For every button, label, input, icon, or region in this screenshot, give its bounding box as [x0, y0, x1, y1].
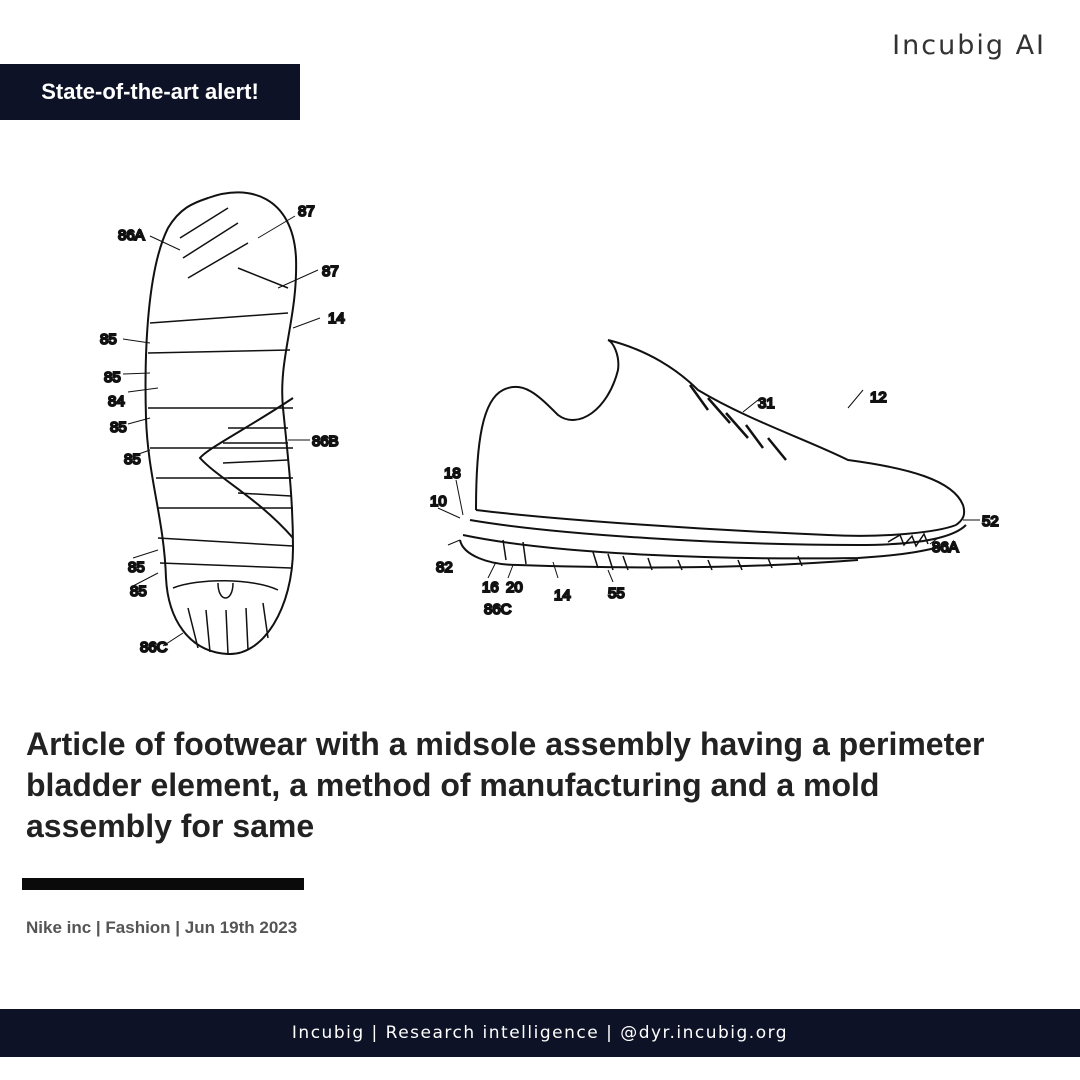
- shoe-label-86c: 86C: [484, 601, 512, 618]
- sole-label-85-e: 85: [128, 559, 145, 576]
- sole-label-87-top: 87: [298, 203, 315, 220]
- shoe-label-18: 18: [444, 465, 461, 482]
- shoe-label-82: 82: [436, 559, 453, 576]
- sole-label-85-f: 85: [130, 583, 147, 600]
- sole-label-84: 84: [108, 393, 125, 410]
- outsole-leader-lines: [122, 215, 321, 647]
- sole-label-87: 87: [322, 263, 339, 280]
- shoe-label-14: 14: [554, 587, 571, 604]
- shoe-label-52: 52: [982, 513, 999, 530]
- brand-logo-text: Incubig AI: [892, 30, 1046, 61]
- patent-title: Article of footwear with a midsole assem…: [26, 726, 985, 844]
- sole-label-85-a: 85: [100, 331, 117, 348]
- alert-badge-label: State-of-the-art alert!: [41, 79, 259, 104]
- shoe-leader-lines: [437, 389, 980, 583]
- footer-text: Incubig | Research intelligence | @dyr.i…: [291, 1023, 789, 1043]
- sole-label-86c: 86C: [140, 639, 168, 656]
- patent-meta: Nike inc | Fashion | Jun 19th 2023: [26, 918, 298, 937]
- footer-bar: Incubig | Research intelligence | @dyr.i…: [0, 1009, 1080, 1057]
- sole-label-85-d: 85: [124, 451, 141, 468]
- shoe-label-16: 16: [482, 579, 499, 596]
- sole-label-86b: 86B: [312, 433, 339, 450]
- sole-label-85-c: 85: [110, 419, 127, 436]
- shoe-label-55: 55: [608, 585, 625, 602]
- shoe-label-10: 10: [430, 493, 447, 510]
- title-divider: [22, 878, 304, 890]
- shoe-label-86a: 86A: [932, 539, 959, 556]
- sole-label-85-b: 85: [104, 369, 121, 386]
- sole-label-86a: 86A: [118, 227, 145, 244]
- outsole-patent-figure: 86A 87 87 14 85 85 84 85 85 86B 85 85 86…: [88, 178, 388, 672]
- shoe-side-patent-figure: 31 12 18 10 52 86A 82 16 20 14 55 86C: [408, 320, 1018, 630]
- sole-label-14: 14: [328, 310, 345, 327]
- shoe-label-31: 31: [758, 395, 775, 412]
- shoe-label-12: 12: [870, 389, 887, 406]
- shoe-label-20: 20: [506, 579, 523, 596]
- alert-badge: State-of-the-art alert!: [0, 64, 300, 120]
